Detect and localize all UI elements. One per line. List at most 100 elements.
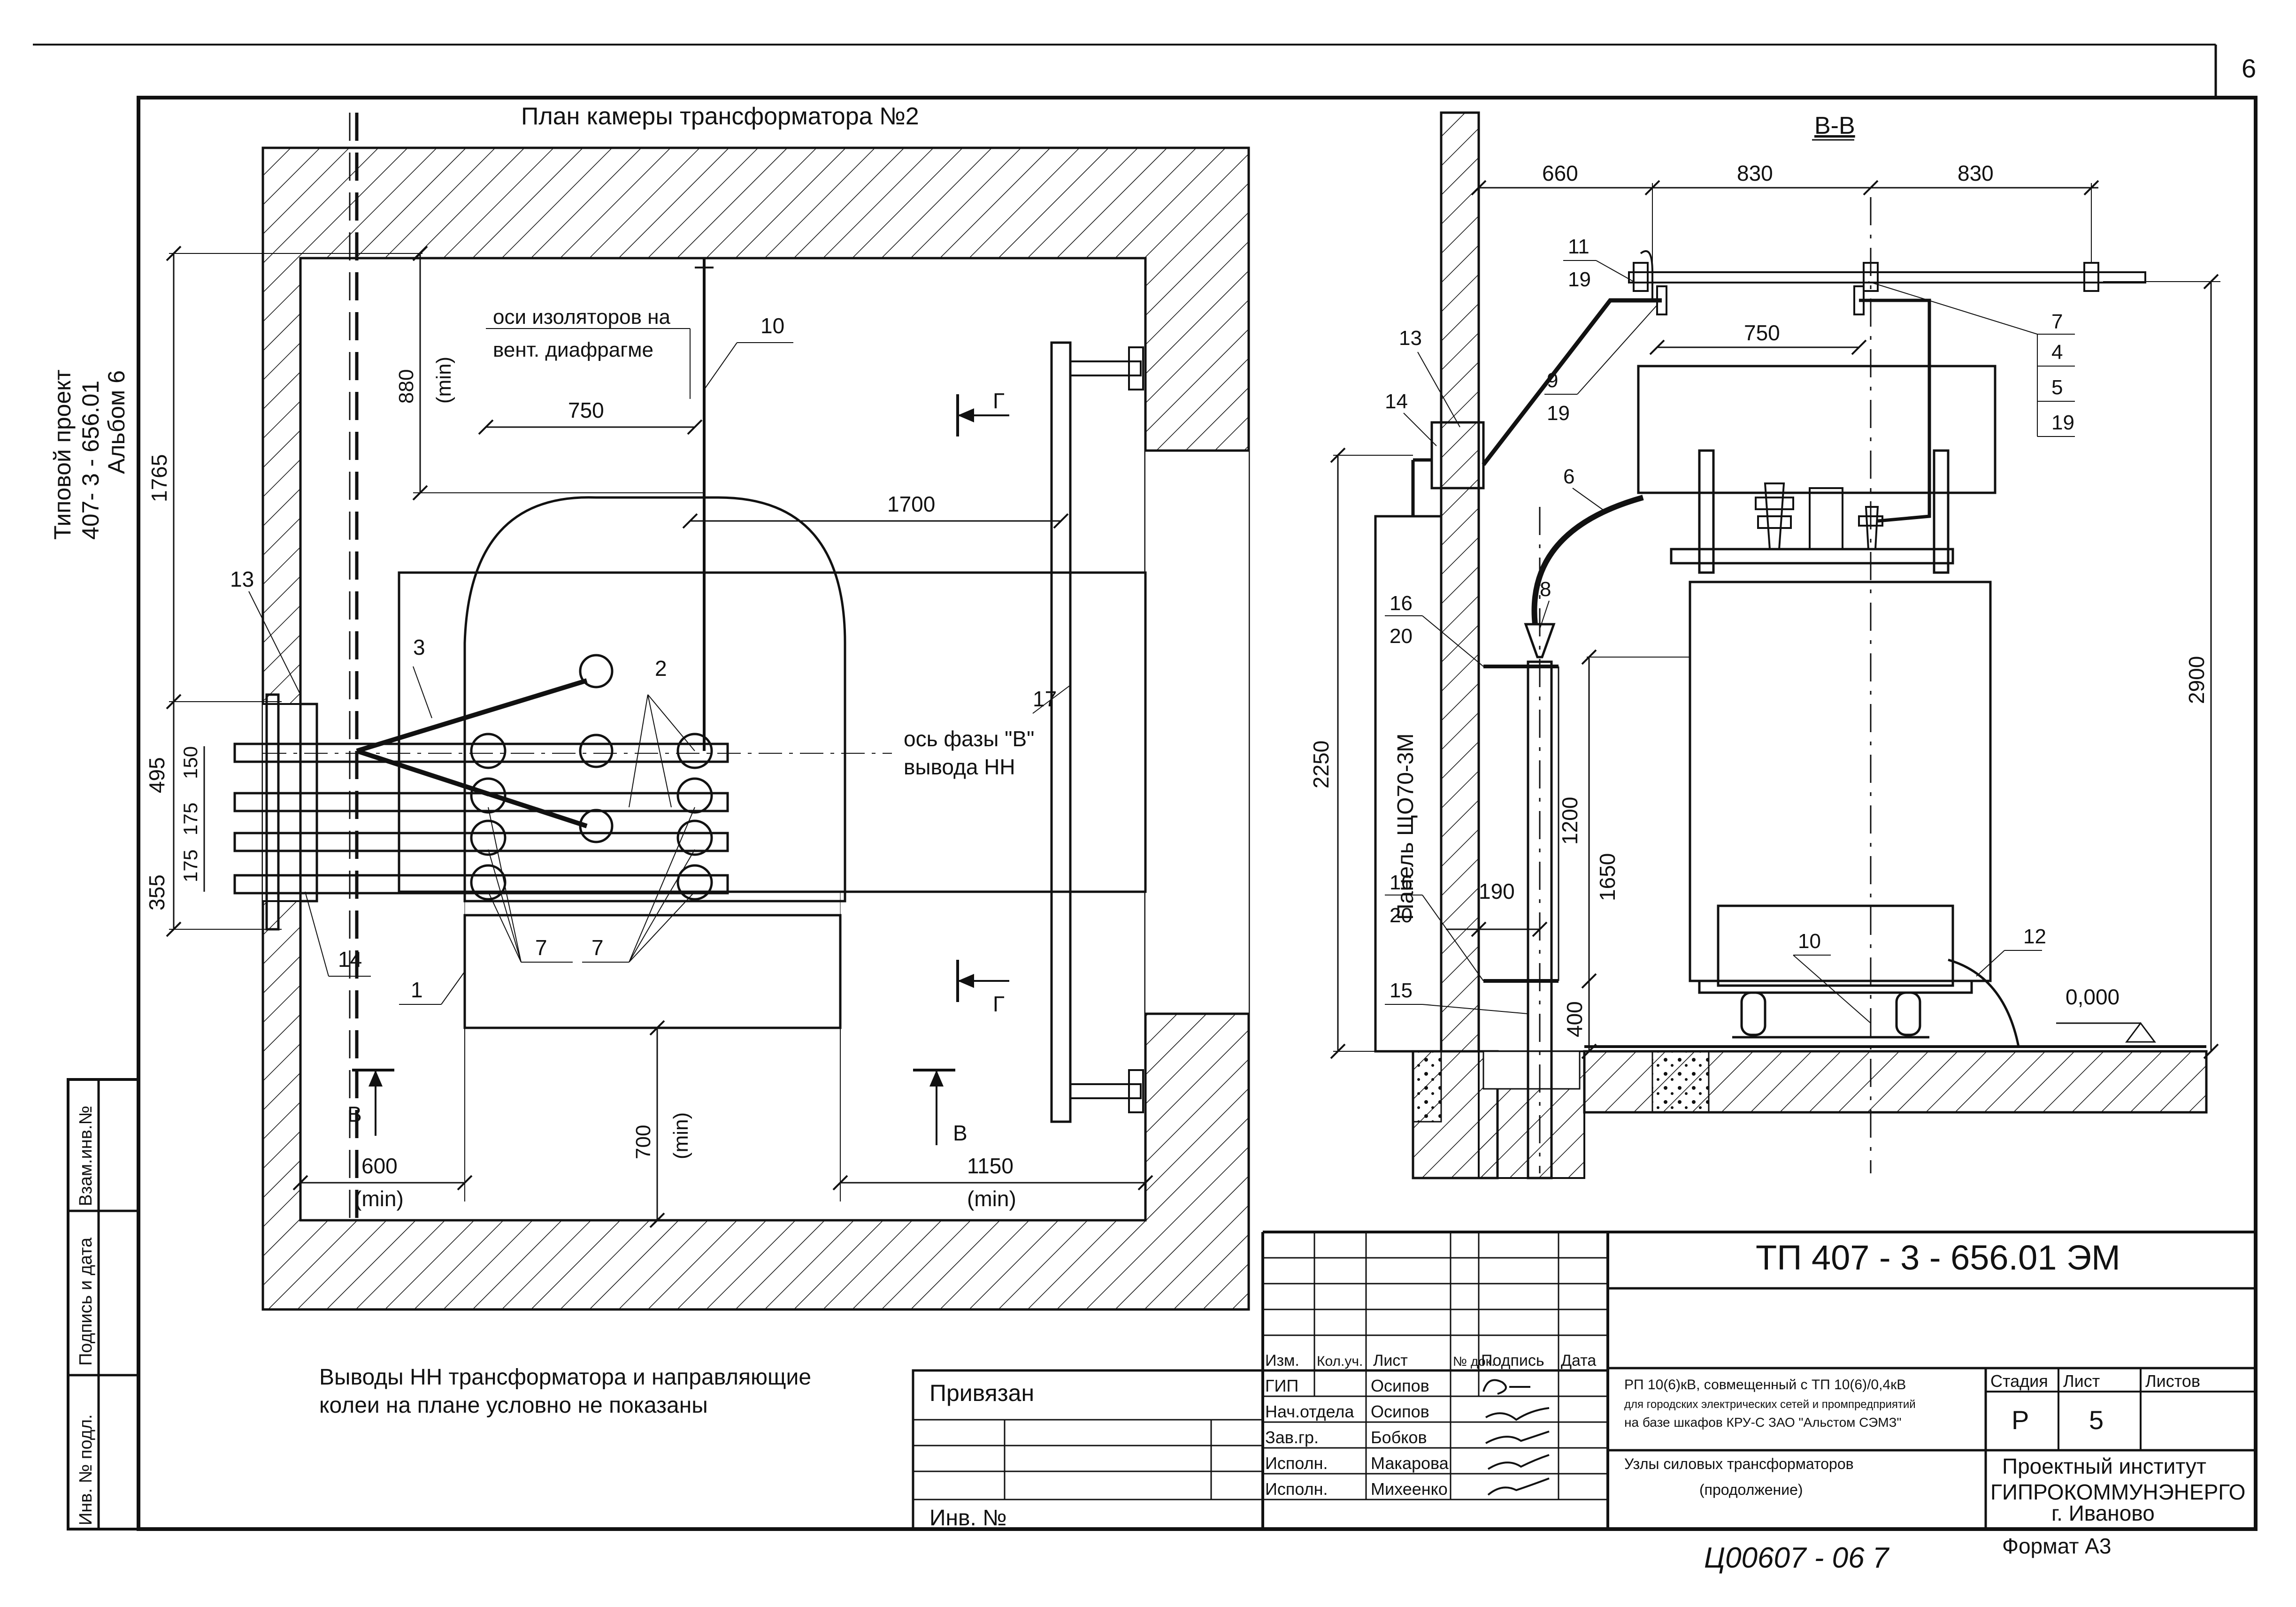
section-dim-400: 400 (1562, 1001, 1587, 1037)
plan-dim-495: 495 (145, 757, 169, 793)
plan-section-g-bottom: Г (993, 992, 1005, 1016)
plan-label-3: 3 (413, 635, 425, 659)
tb-role-3: Исполн. (1265, 1454, 1328, 1473)
tb-role-0: ГИП (1265, 1376, 1298, 1395)
plan-dim-600: 600 (361, 1154, 398, 1178)
section-label-12: 12 (2023, 925, 2046, 948)
plan-note-line1: Выводы НН трансформатора и направляющие (319, 1365, 811, 1390)
tb-role-1: Нач.отдела (1265, 1402, 1354, 1421)
section-label-16a: 16 (1390, 592, 1413, 615)
plan-label-7a: 7 (535, 935, 547, 960)
tb-name-3: Макарова (1371, 1454, 1449, 1473)
plan-dim-1700: 1700 (887, 492, 935, 516)
plan-walls (261, 146, 1250, 1311)
signature-4 (1487, 1454, 1550, 1470)
plan-label-7b: 7 (591, 935, 604, 960)
plan-dim-600-min: (min) (354, 1186, 404, 1211)
plan-insulator-axes-line2: вент. диафрагме (493, 338, 653, 361)
section-label-6: 6 (1563, 465, 1574, 488)
strip-podpis: Подпись и дата (76, 1237, 96, 1366)
tb-role-4: Исполн. (1265, 1479, 1328, 1499)
tb-handwritten: Ц00607 - 06 7 (1704, 1542, 1890, 1574)
strip-inv-podl: Инв. № подл. (76, 1414, 96, 1525)
section-dim-2250: 2250 (1309, 741, 1333, 788)
tb-privyazan: Привязан (929, 1380, 1034, 1406)
signature-3 (1485, 1431, 1550, 1444)
section-dim-190: 190 (1479, 879, 1515, 903)
section-label-13: 13 (1399, 327, 1422, 350)
plan-title: План камеры трансформатора №2 (521, 103, 919, 130)
plan-dim-175a: 175 (179, 803, 201, 835)
plan-dim-1765: 1765 (147, 454, 171, 502)
plan-label-2: 2 (655, 656, 667, 681)
tb-name-1: Осипов (1371, 1402, 1429, 1421)
plan-dim-750: 750 (568, 398, 604, 422)
section-label-7: 7 (2051, 310, 2063, 333)
section-dim-1200: 1200 (1558, 797, 1582, 845)
section-dim-830a: 830 (1737, 161, 1773, 185)
tb-hdr-izm: Изм. (1265, 1352, 1299, 1370)
plan-insulator-axes-line1: оси изоляторов на (493, 306, 671, 329)
tb-hdr-podpis: Подпись (1481, 1352, 1544, 1370)
section-label-20b: 20 (1390, 904, 1413, 927)
section-label-19c: 19 (2051, 411, 2074, 434)
plan-section-g-top: Г (993, 389, 1005, 413)
section-label-16b: 16 (1390, 871, 1413, 894)
tb-stage: Р (2012, 1405, 2029, 1435)
title-block: Изм. Кол.уч. Лист № док. Подпись Дата ГИ… (912, 1231, 2256, 1574)
plan-phase-axis-line2: вывода НН (904, 755, 1015, 779)
tb-sheets-label: Листов (2145, 1371, 2200, 1391)
section-dim-1650: 1650 (1595, 853, 1620, 901)
section-elevation: 0,000 (2066, 985, 2119, 1009)
section-label-4: 4 (2051, 341, 2063, 364)
plan-section-b-right: В (953, 1121, 968, 1145)
tb-name-2: Бобков (1371, 1428, 1427, 1447)
tb-project-line1: РП 10(6)кВ, совмещенный с ТП 10(6)/0,4кВ (1624, 1377, 1906, 1393)
tb-role-2: Зав.гр. (1265, 1428, 1319, 1447)
plan-dim-150: 150 (179, 746, 201, 779)
tb-project-line3: на базе шкафов КРУ-С ЗАО "Альстом СЭМЗ" (1624, 1415, 1901, 1430)
plan-phase-axis-line1: ось фазы "В" (904, 727, 1035, 751)
section-panel-label: Панель ЩО70-3М (1393, 733, 1418, 920)
tb-org-line1: Проектный институт (2002, 1454, 2206, 1478)
plan-section-b-left: В (347, 1102, 362, 1126)
plan-label-10: 10 (760, 314, 784, 338)
section-label-14: 14 (1385, 390, 1408, 413)
tb-sheet: 5 (2089, 1405, 2104, 1435)
sheet-number: 6 (2242, 54, 2256, 83)
signature-5 (1487, 1477, 1550, 1496)
plan-label-17: 17 (1033, 687, 1057, 711)
strip-vzam: Взам.инв.№ (76, 1106, 96, 1206)
tb-stage-label: Стадия (1990, 1371, 2048, 1391)
plan-dim-880-min: (min) (432, 357, 455, 404)
section-dim-660: 660 (1542, 161, 1578, 185)
section-dim-750: 750 (1744, 321, 1780, 345)
section-view: В-В Панель ЩО70-3М (1309, 111, 2220, 1179)
plan-dim-1150-min: (min) (967, 1186, 1016, 1211)
tb-sheet-label: Лист (2063, 1371, 2100, 1391)
plan-dim-880: 880 (395, 369, 418, 404)
section-label-9: 9 (1547, 369, 1558, 392)
plan-dim-175b: 175 (179, 849, 201, 882)
plan-dim-700-min: (min) (669, 1112, 692, 1159)
plan-view: План камеры трансформатора №2 (145, 103, 1250, 1418)
section-label-15: 15 (1390, 979, 1413, 1002)
tb-format: Формат А3 (2002, 1534, 2111, 1558)
section-label-19a: 19 (1568, 268, 1591, 291)
section-label-5: 5 (2051, 376, 2063, 399)
section-label-11: 11 (1568, 235, 1590, 258)
plan-dim-1150: 1150 (967, 1154, 1014, 1178)
section-label-20a: 20 (1390, 625, 1413, 648)
side-stamp-line1: Типовой проект (49, 369, 76, 540)
section-label-19b: 19 (1547, 402, 1570, 425)
side-stamp-line2: 407- 3 - 656.01 (77, 381, 104, 540)
left-strip: Взам.инв.№ Подпись и дата Инв. № подл. (67, 1078, 140, 1530)
tb-name-0: Осипов (1371, 1376, 1429, 1395)
tb-org-line3: г. Иваново (2051, 1501, 2155, 1525)
signature-1 (1482, 1379, 1530, 1395)
tb-hdr-ndok: № док. (1453, 1354, 1495, 1369)
tb-hdr-data: Дата (1561, 1352, 1596, 1370)
tb-inv-no: Инв. № (929, 1506, 1007, 1530)
section-label-10: 10 (1798, 930, 1821, 953)
